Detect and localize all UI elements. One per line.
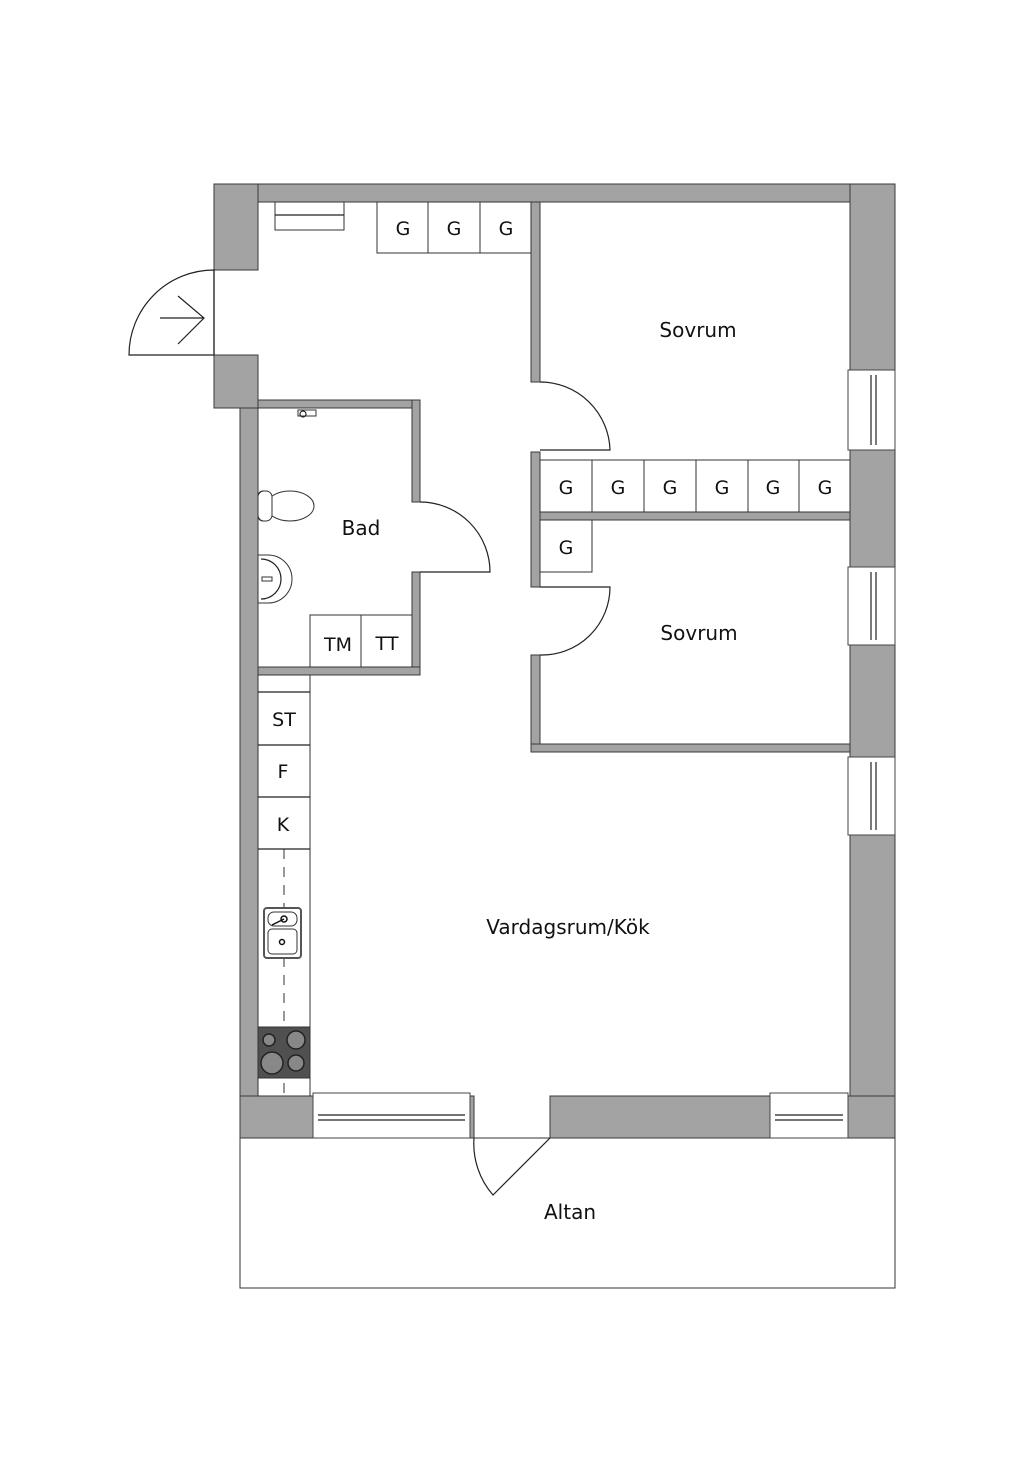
bathroom-door [419, 501, 491, 573]
wardrobe-label: G [611, 477, 626, 499]
bathroom-fixtures: TM TT [257, 409, 413, 668]
hat-shelf [274, 201, 345, 231]
wardrobe-label: G [663, 477, 678, 499]
sink-icon [263, 907, 302, 959]
freezer-label: ST [272, 709, 296, 731]
room-label-living-kitchen: Vardagsrum/Kök [486, 915, 650, 939]
windows [312, 369, 896, 1139]
wardrobe-label: G [559, 537, 574, 559]
kitchen-counter: ST F K [257, 674, 311, 1097]
entrance-arrow-icon [160, 295, 205, 345]
exterior-walls [213, 183, 896, 1139]
fridge-label: K [277, 814, 290, 836]
room-label-bathroom: Bad [342, 516, 381, 540]
wardrobe-label: G [499, 218, 514, 240]
washbasin-icon [257, 554, 293, 604]
bedroom-wardrobes: G G G G G G G [539, 459, 851, 573]
toilet-icon [257, 490, 315, 522]
wardrobe-label: G [766, 477, 781, 499]
interior-walls [257, 201, 851, 753]
wardrobe-label: G [559, 477, 574, 499]
stove-icon [257, 1026, 311, 1079]
bedroom-1-door [539, 381, 611, 451]
wardrobe-label: G [715, 477, 730, 499]
room-label-bedroom-1: Sovrum [659, 318, 736, 342]
room-label-bedroom-2: Sovrum [660, 621, 737, 645]
wardrobe-label: G [818, 477, 833, 499]
fridge-freezer-label: F [278, 761, 289, 783]
room-label-balcony: Altan [544, 1200, 596, 1224]
entrance-door [128, 269, 215, 356]
shower-icon [297, 409, 317, 418]
balcony-door [473, 1137, 551, 1196]
washer-label: TM [323, 634, 352, 656]
bedroom-2-door [539, 586, 611, 656]
hall-wardrobes: G G G [376, 201, 532, 254]
dryer-label: TT [375, 633, 399, 655]
wardrobe-label: G [447, 218, 462, 240]
balcony-outline [239, 1137, 896, 1289]
wardrobe-label: G [396, 218, 411, 240]
